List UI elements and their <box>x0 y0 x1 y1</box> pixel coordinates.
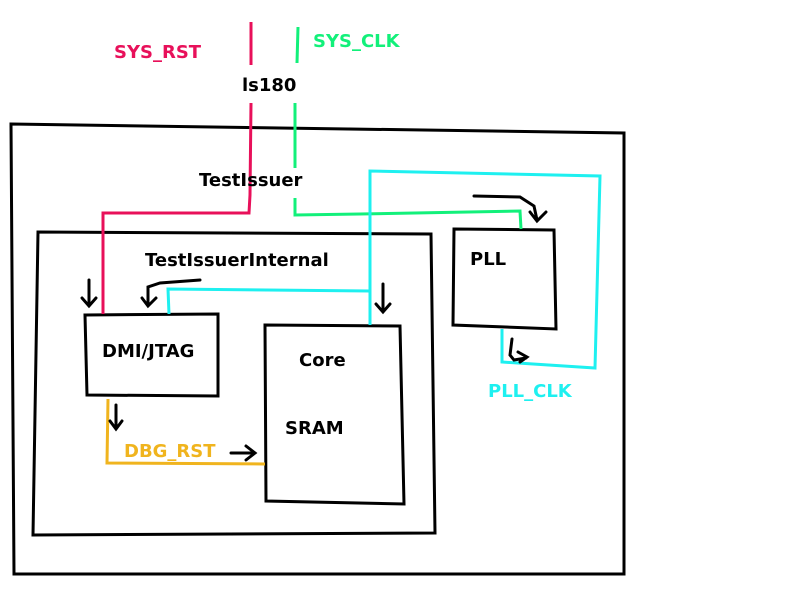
pll-label: PLL <box>470 249 507 270</box>
arrow-dbg-rst-icon <box>229 444 258 462</box>
arrow-pll-out-icon <box>508 337 530 364</box>
arrow-dmi-reset-icon <box>80 278 98 309</box>
sys-rst-label: SYS_RST <box>114 42 202 63</box>
core-label: Core <box>299 350 346 371</box>
sys-clk-wire <box>293 26 523 230</box>
sys-clk-label: SYS_CLK <box>313 31 400 52</box>
arrow-dmi-clk-icon <box>140 278 202 309</box>
dbg-rst-wire <box>105 398 266 466</box>
pll-clk-wire <box>166 169 602 370</box>
dbg-rst-label: DBG_RST <box>124 441 216 462</box>
test-issuer-internal-box <box>31 230 437 537</box>
sram-label: SRAM <box>285 418 344 439</box>
arrows <box>80 194 548 462</box>
test-issuer-box <box>9 122 626 576</box>
core-sram-box <box>263 323 406 506</box>
arrow-pll-in-icon <box>472 194 548 224</box>
pll-clk-label: PLL_CLK <box>488 381 572 402</box>
sys-rst-wire <box>101 22 253 314</box>
ls180-label: ls180 <box>242 75 297 96</box>
test-issuer-label: TestIssuer <box>199 170 303 191</box>
test-issuer-internal-label: TestIssuerInternal <box>145 250 329 271</box>
dmi-jtag-box <box>83 312 220 398</box>
dmi-jtag-label: DMI/JTAG <box>102 341 195 362</box>
pll-box <box>451 227 558 331</box>
arrow-dmi-out-icon <box>108 403 124 432</box>
arrow-core-clk-icon <box>374 282 392 315</box>
